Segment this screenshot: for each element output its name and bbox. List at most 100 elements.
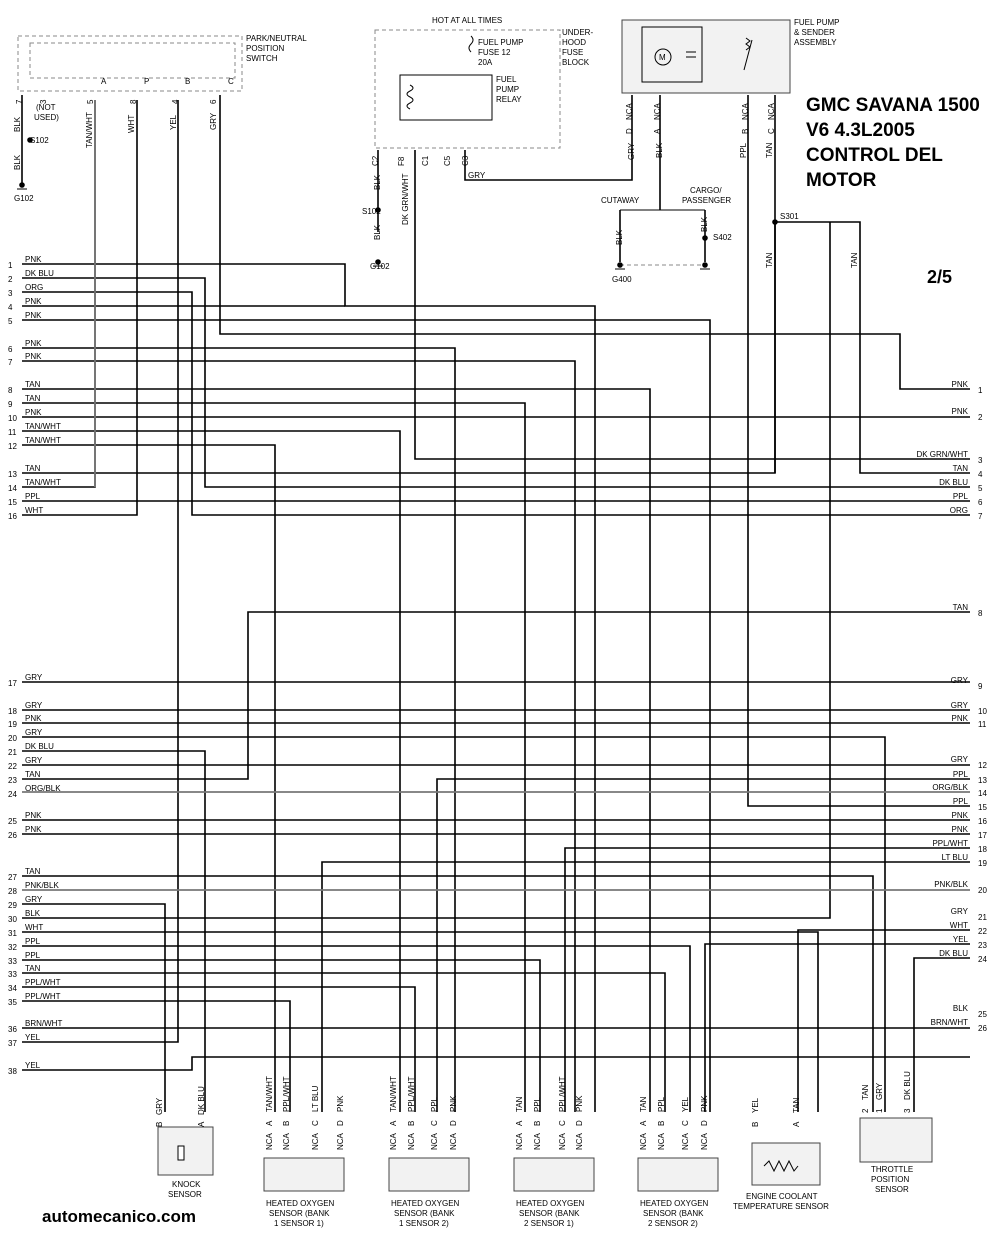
wire-segment xyxy=(22,263,596,1112)
wire-segment xyxy=(22,972,666,1112)
left-row-color: YEL xyxy=(25,1061,41,1070)
switch-pin-number: 7 xyxy=(15,99,24,104)
sensor-nca: NCA xyxy=(533,1132,542,1150)
o2-b1s1-wire: PPL/WHT xyxy=(282,1076,291,1112)
o2-b2s2-box xyxy=(637,1157,719,1192)
o2-b2s2-pin: C xyxy=(681,1120,690,1126)
right-row-number: 14 xyxy=(978,789,987,798)
wire-segment xyxy=(797,929,970,1112)
title-block: GMC SAVANA 1500 V6 4.3L2005 CONTROL DEL … xyxy=(806,95,980,191)
left-row-number: 2 xyxy=(8,275,13,284)
right-row-number: 19 xyxy=(978,859,987,868)
right-row-number: 8 xyxy=(978,609,983,618)
o2-b1s1-label-1: HEATED OXYGEN xyxy=(266,1199,335,1208)
left-row-color: GRY xyxy=(25,728,43,737)
wire-segment xyxy=(22,222,831,919)
right-row-number: 3 xyxy=(978,456,983,465)
right-row-color: PPL/WHT xyxy=(932,839,968,848)
switch-wire-color: TAN/WHT xyxy=(85,112,94,148)
left-row-color: TAN xyxy=(25,380,41,389)
right-row-color: ORG/BLK xyxy=(932,783,968,792)
left-row-number: 21 xyxy=(8,748,17,757)
o2-b2s1-wire: PPL/WHT xyxy=(558,1076,567,1112)
sensor-nca: NCA xyxy=(389,1132,398,1150)
sensor-nca: NCA xyxy=(311,1132,320,1150)
left-row-number: 3 xyxy=(8,289,13,298)
splice-s102-left: S102 xyxy=(30,136,49,145)
left-row-color: ORG xyxy=(25,283,43,292)
pump-pin: A xyxy=(653,128,662,134)
o2-b2s1-label-2: SENSOR (BANK xyxy=(519,1209,580,1218)
pump-label-2: & SENDER xyxy=(794,28,835,37)
left-row-number: 12 xyxy=(8,442,17,451)
switch-letter-a: A xyxy=(101,77,107,86)
wire-segment xyxy=(22,100,179,1043)
left-row-color: WHT xyxy=(25,923,43,932)
left-row-number: 34 xyxy=(8,984,17,993)
wire-segment xyxy=(464,95,633,181)
switch-label-3: SWITCH xyxy=(246,54,278,63)
o2-b2s2-wire: YEL xyxy=(681,1096,690,1112)
left-row-color: PPL/WHT xyxy=(25,978,61,987)
relay-label-3: RELAY xyxy=(496,95,522,104)
sensor-nca: NCA xyxy=(700,1132,709,1150)
sensor-nca: NCA xyxy=(681,1132,690,1150)
o2-b2s2-wire: PPL xyxy=(657,1096,666,1112)
ect-sensor-box xyxy=(751,1142,821,1186)
left-row-number: 33 xyxy=(8,957,17,966)
pump-pin: B xyxy=(741,129,750,134)
wire-segment xyxy=(321,861,970,1112)
ect-pin: B xyxy=(751,1122,760,1127)
right-row-number: 4 xyxy=(978,470,983,479)
wire-segment xyxy=(22,319,711,1112)
knock-label-1: KNOCK xyxy=(172,1180,201,1189)
left-row-number: 6 xyxy=(8,345,13,354)
right-row-number: 5 xyxy=(978,484,983,493)
fuse-wire: BLK xyxy=(373,224,382,240)
splice-s301: S301 xyxy=(780,212,799,221)
fuse-label-2: FUSE 12 xyxy=(478,48,511,57)
potentiometer-icon xyxy=(743,37,753,71)
right-row-number: 15 xyxy=(978,803,987,812)
wire-segment xyxy=(22,986,416,1112)
right-row-number: 17 xyxy=(978,831,987,840)
ect-label-2: TEMPERATURE SENSOR xyxy=(733,1202,829,1211)
switch-pin-number: 5 xyxy=(86,99,95,104)
wires xyxy=(17,95,970,1112)
knock-pin: A xyxy=(197,1121,206,1127)
wire-segment xyxy=(436,778,970,1112)
pump-inner-box xyxy=(641,26,703,83)
left-row-color: TAN xyxy=(25,867,41,876)
switch-letter-p: P xyxy=(144,77,149,86)
right-row-number: 7 xyxy=(978,512,983,521)
left-row-number: 11 xyxy=(8,428,17,437)
left-row-color: GRY xyxy=(25,701,43,710)
tps-label-2: POSITION xyxy=(871,1175,909,1184)
right-row-color: GRY xyxy=(951,701,969,710)
right-row-color: PPL xyxy=(953,797,969,806)
right-row-number: 9 xyxy=(978,682,983,691)
right-row-number: 22 xyxy=(978,927,987,936)
o2-b2s2-wire: TAN xyxy=(639,1096,648,1112)
wire-segment xyxy=(22,1000,291,1112)
underhood-fuse-block: HOT AT ALL TIMES FUEL PUMP FUSE 12 20A U… xyxy=(374,16,593,149)
pump-wire: GRY xyxy=(627,142,636,160)
o2-b1s2-pin: A xyxy=(389,1120,398,1126)
pump-wire: BLK xyxy=(655,142,664,158)
ground-icon xyxy=(702,262,708,268)
o2-b1s2-pin: C xyxy=(430,1120,439,1126)
right-row-number: 13 xyxy=(978,776,987,785)
right-row-number: 1 xyxy=(978,386,983,395)
left-row-color: PNK/BLK xyxy=(25,881,59,890)
knock-wire: GRY xyxy=(155,1097,164,1115)
pump-wire: TAN xyxy=(765,142,774,158)
wire-segment xyxy=(747,95,970,807)
fuse-wire: DK GRN/WHT xyxy=(401,173,410,225)
left-row-color: PNK xyxy=(25,297,42,306)
left-row-number: 14 xyxy=(8,484,17,493)
sensor-nca: NCA xyxy=(449,1132,458,1150)
sensor-nca: NCA xyxy=(336,1132,345,1150)
wire-segment xyxy=(22,959,541,1112)
fuse-icon xyxy=(468,35,474,53)
left-row-color: PPL xyxy=(25,492,41,501)
